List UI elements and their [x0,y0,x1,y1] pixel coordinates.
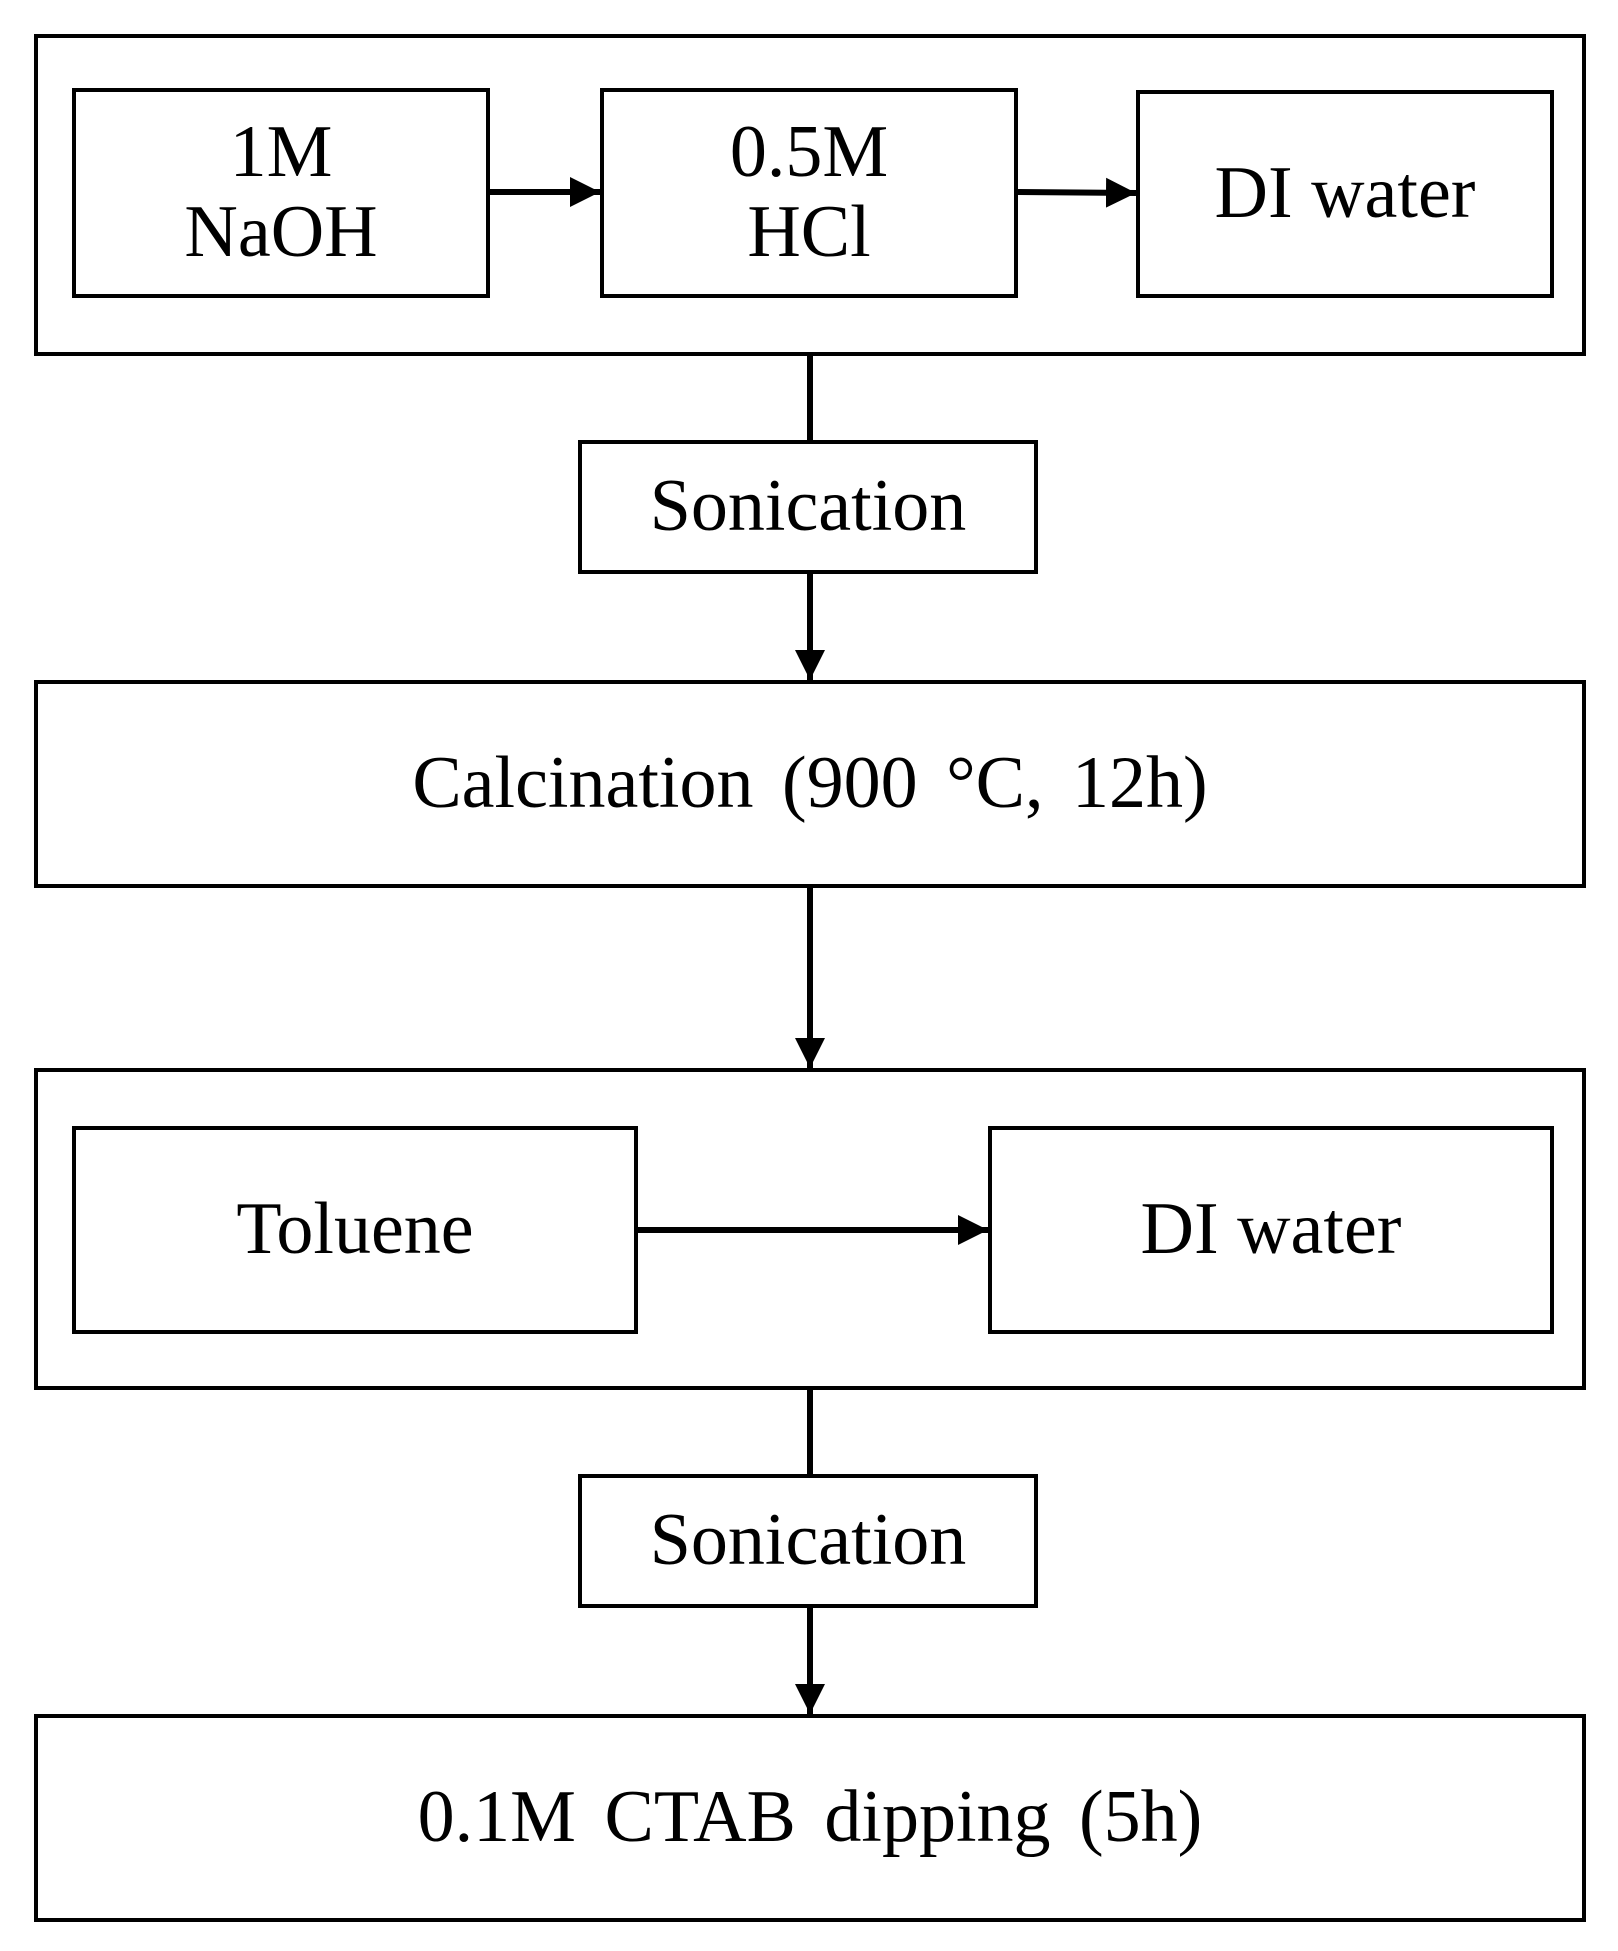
naoh-step-label: 1M NaOH [72,88,490,298]
sonication-2-box [578,1474,1038,1608]
calcination-box [34,680,1586,888]
toluene-step-label: Toluene [236,1188,474,1271]
hcl-name: HCl [747,191,871,273]
naoh-name: NaOH [184,191,378,273]
di-water-2-step-label: DI water [1140,1188,1402,1271]
naoh-step-box [72,88,490,298]
naoh-concentration: 1M [229,111,333,194]
hcl-concentration: 0.5M [729,111,889,194]
di-water-2-step-box [988,1126,1554,1334]
ctab-dipping-box [34,1714,1586,1922]
di-water-1-step-label: DI water [1214,152,1476,235]
calcination-label: Calcination (900 °C, 12h) [412,742,1208,825]
sonication-2-label: Sonication [649,1499,967,1582]
sonication-1-box [578,440,1038,574]
ctab-dipping-label: 0.1M CTAB dipping (5h) [417,1776,1203,1859]
di-water-1-step-box [1136,90,1554,298]
arrow-hcl-to-di-water [1017,177,1137,208]
toluene-step-box [72,1126,638,1334]
hcl-step-box [600,88,1018,298]
hcl-step-label: 0.5M HCl [600,88,1018,298]
sonication-1-label: Sonication [649,465,967,548]
